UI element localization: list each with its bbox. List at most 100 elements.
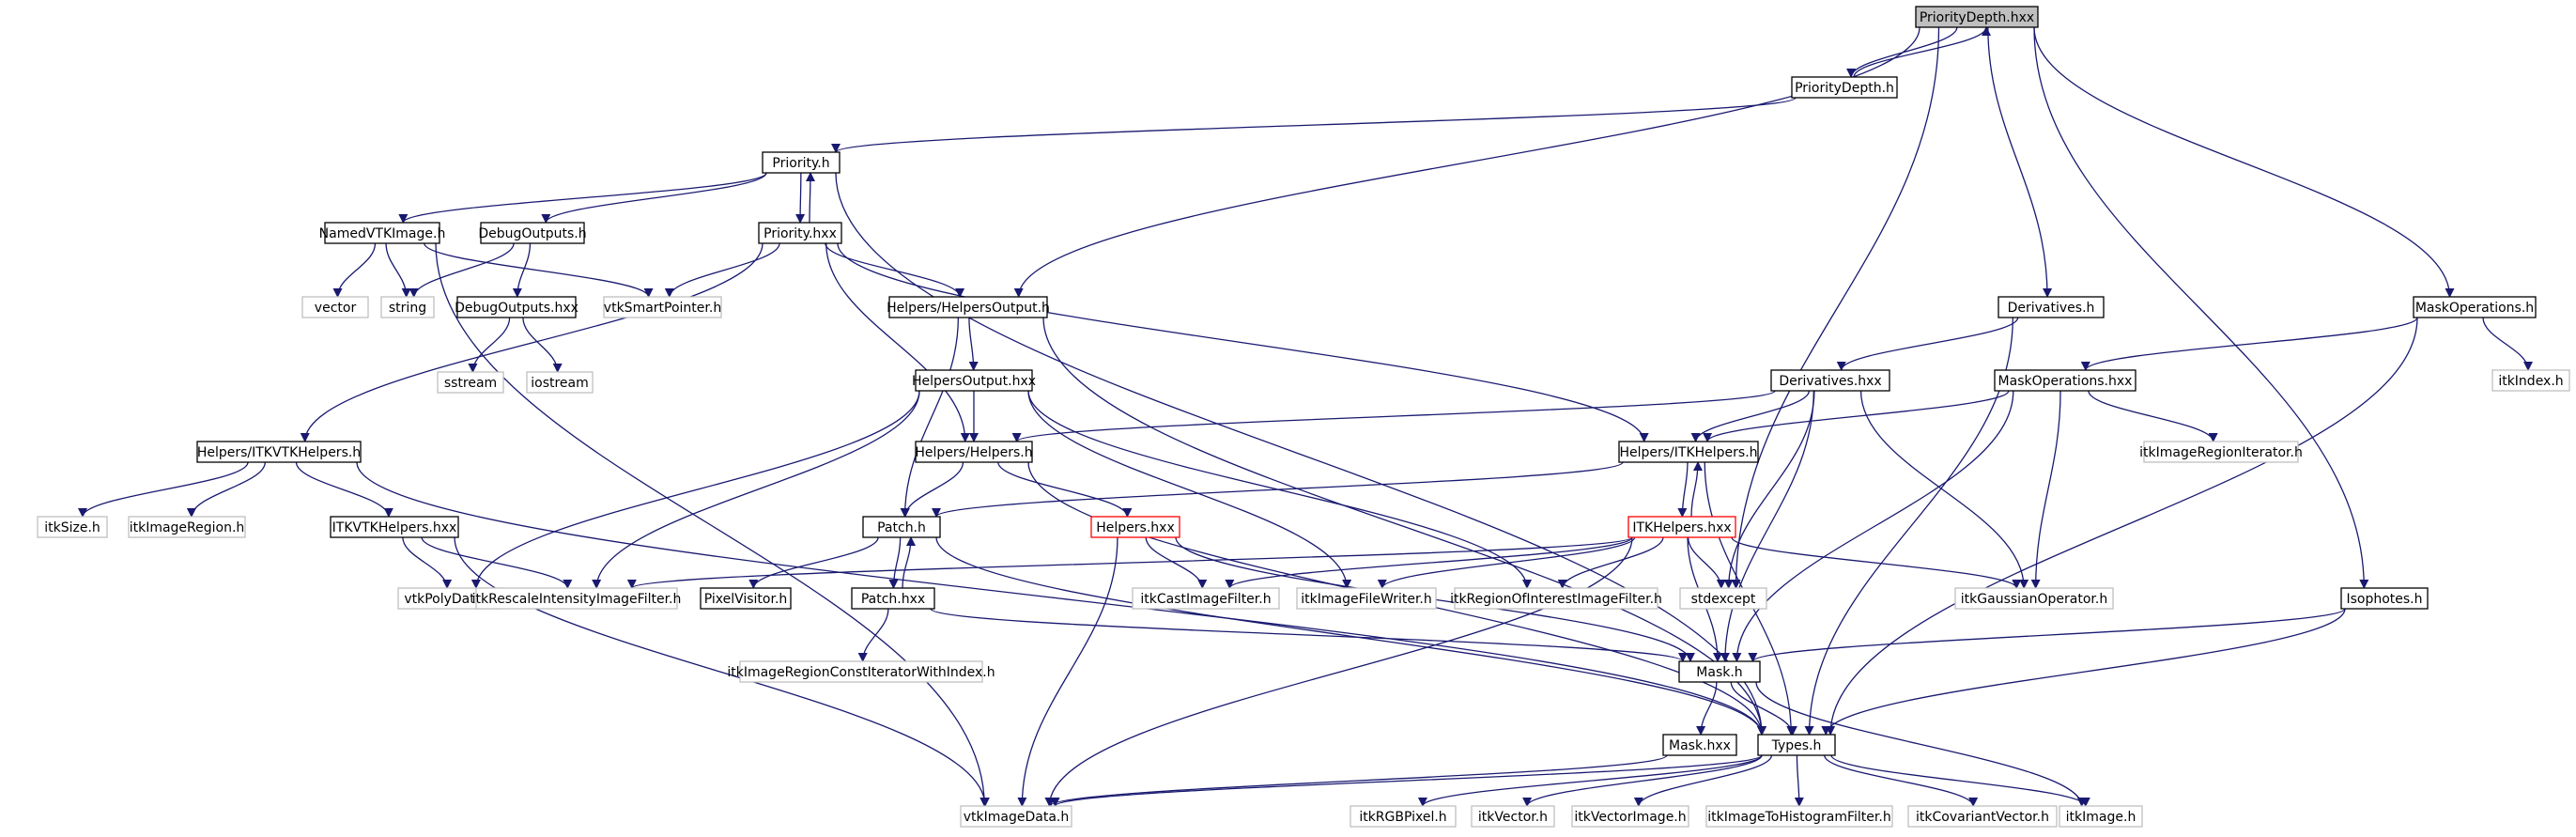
edge-namedvtkimage_h-to-string xyxy=(385,242,411,298)
node-box xyxy=(456,296,577,318)
node-label: Patch.hxx xyxy=(861,592,925,607)
node-mask-h[interactable]: Mask.h xyxy=(1678,660,1761,683)
node-label: Helpers/Helpers.h xyxy=(915,445,1032,460)
node-label: Helpers.hxx xyxy=(1096,520,1174,535)
node-priority-hxx[interactable]: Priority.hxx xyxy=(758,222,842,244)
node-itkimageregioniterator-h: itkImageRegionIterator.h xyxy=(2139,441,2303,463)
node-box xyxy=(437,371,504,394)
node-stdexcept: stdexcept xyxy=(1679,587,1767,610)
node-label: vtkSmartPointer.h xyxy=(604,301,721,316)
node-derivatives-hxx[interactable]: Derivatives.hxx xyxy=(1770,369,1890,392)
node-helpers-hxx[interactable]: Helpers.hxx xyxy=(1090,516,1180,538)
node-label: DebugOutputs.h xyxy=(478,226,586,241)
node-itkhelpers-hxx[interactable]: ITKHelpers.hxx xyxy=(1627,516,1736,538)
node-derivatives-h[interactable]: Derivatives.h xyxy=(1998,296,2105,318)
edge-types_h-to-itkvector_h xyxy=(1522,754,1763,807)
node-label: itkRGBPixel.h xyxy=(1359,810,1446,825)
edge-itkvtkhelpers_hxx-to-itkrescale_h xyxy=(421,536,573,589)
edge-helpers_h-to-patch_h xyxy=(900,461,964,518)
node-itkcovariantvector-h: itkCovariantVector.h xyxy=(1907,805,2058,828)
node-label: itkIndex.h xyxy=(2498,374,2563,389)
node-label: itkGaussianOperator.h xyxy=(1961,592,2107,607)
edge-itkhelpers_hxx-to-itkcastimagefilter_h xyxy=(1225,536,1633,589)
edge-itkhelpers_hxx-to-itkgaussianoperator_h xyxy=(1731,536,2022,589)
edge-mask_h-to-mask_hxx xyxy=(1696,681,1718,736)
edge-mask_h-to-itkimage_h xyxy=(1755,681,2087,807)
node-itkvectorimage-h: itkVectorImage.h xyxy=(1571,805,1689,828)
node-box xyxy=(1907,805,2058,828)
node-isophotes-h[interactable]: Isophotes.h xyxy=(2340,587,2429,610)
node-priority-h[interactable]: Priority.h xyxy=(762,151,841,174)
edge-maskoperations_h-to-types_h xyxy=(1826,317,2418,736)
edge-mask_h-to-types_h xyxy=(1730,681,1797,736)
node-box xyxy=(1757,734,1836,756)
node-prioritydepth-hxx[interactable]: PriorityDepth.hxx xyxy=(1915,6,2039,28)
node-types-h[interactable]: Types.h xyxy=(1757,734,1836,756)
edge-maskoperations_hxx-to-mask_h xyxy=(1732,390,2014,662)
node-itkvtkhelpers-hxx[interactable]: ITKVTKHelpers.hxx xyxy=(330,516,459,538)
edge-patch_hxx-to-mask_h xyxy=(930,608,1688,662)
node-box xyxy=(1627,516,1736,538)
node-maskoperations-hxx[interactable]: MaskOperations.hxx xyxy=(1994,369,2136,392)
node-box xyxy=(1296,587,1437,610)
edge-priority_h-to-priority_hxx xyxy=(795,172,806,224)
node-label: vtkPolyData.h xyxy=(404,592,495,607)
node-box xyxy=(526,371,594,394)
node-label: itkRegionOfInterestImageFilter.h xyxy=(1450,592,1662,607)
edge-derivatives_hxx-to-stdexcept xyxy=(1723,390,1815,589)
node-label: itkCastImageFilter.h xyxy=(1140,592,1271,607)
node-label: NamedVTKImage.h xyxy=(319,226,446,241)
node-patch-hxx[interactable]: Patch.hxx xyxy=(851,587,935,610)
node-debugoutputs-h[interactable]: DebugOutputs.h xyxy=(478,222,587,244)
edge-prioritydepth_hxx-to-derivatives_h xyxy=(1987,26,2053,298)
node-label: MaskOperations.h xyxy=(2415,301,2534,316)
node-box xyxy=(1770,369,1890,392)
node-itkhelpers-h[interactable]: Helpers/ITKHelpers.h xyxy=(1618,441,1759,463)
node-label: Mask.hxx xyxy=(1669,738,1731,753)
node-box xyxy=(1090,516,1180,538)
edge-priority_hxx-to-itkvtkhelpers_h xyxy=(300,242,764,442)
node-box xyxy=(739,660,983,683)
edge-priority_hxx-to-helpersoutput_h xyxy=(825,242,964,298)
node-box xyxy=(2491,369,2570,392)
node-label: string xyxy=(389,301,426,316)
edge-debugoutputs_hxx-to-iostream xyxy=(522,317,563,373)
node-maskoperations-h[interactable]: MaskOperations.h xyxy=(2413,296,2537,318)
node-box xyxy=(1471,805,1555,828)
nodes: PriorityDepth.hxxPriorityDepth.hPriority… xyxy=(37,6,2570,828)
node-helpers-h[interactable]: Helpers/Helpers.h xyxy=(915,441,1033,463)
node-itkrescale-h: itkRescaleIntensityImageFilter.h xyxy=(472,587,681,610)
edge-helpersoutput_h-to-helpersoutput_hxx xyxy=(968,317,979,371)
edge-isophotes_h-to-mask_h xyxy=(1748,608,2346,662)
edge-itkhelpers_hxx-to-itkregionofinterest_h xyxy=(1557,536,1664,589)
node-box xyxy=(762,151,841,174)
edge-types_h-to-itkcovariantvector_h xyxy=(1824,754,1979,807)
node-box xyxy=(1994,369,2136,392)
node-box xyxy=(862,516,941,538)
node-label: itkVector.h xyxy=(1478,810,1548,825)
node-itkimagefilewriter-h: itkImageFileWriter.h xyxy=(1296,587,1437,610)
edge-priority_hxx-to-helpers_h xyxy=(825,242,970,442)
node-label: vtkImageData.h xyxy=(964,810,1069,825)
node-label: ITKHelpers.hxx xyxy=(1632,520,1731,535)
node-prioritydepth-h[interactable]: PriorityDepth.h xyxy=(1791,76,1898,99)
node-box xyxy=(480,222,585,244)
edge-itkhelpers_hxx-to-itkimagefilewriter_h xyxy=(1377,536,1636,589)
node-itkvtkhelpers-h[interactable]: Helpers/ITKVTKHelpers.h xyxy=(196,441,362,463)
node-helpersoutput-hxx[interactable]: HelpersOutput.hxx xyxy=(912,369,1036,392)
edge-itkhelpers_hxx-to-vtkimagedata_h xyxy=(1044,536,1633,807)
edge-helpers_h-to-helpers_hxx xyxy=(997,461,1133,518)
node-mask-hxx[interactable]: Mask.hxx xyxy=(1662,734,1737,756)
edge-itkvtkhelpers_hxx-to-vtkpolydata_h xyxy=(402,536,453,589)
node-namedvtkimage-h[interactable]: NamedVTKImage.h xyxy=(319,222,446,244)
edge-itkvtkhelpers_h-to-itkimageregion_h xyxy=(186,461,266,518)
node-box xyxy=(1454,587,1658,610)
node-patch-h[interactable]: Patch.h xyxy=(862,516,941,538)
node-box xyxy=(1915,6,2039,28)
node-debugoutputs-hxx[interactable]: DebugOutputs.hxx xyxy=(455,296,578,318)
edge-prioritydepth_hxx-to-helpersoutput_h xyxy=(1013,26,1920,298)
node-pixelvisitor-h[interactable]: PixelVisitor.h xyxy=(700,587,792,610)
node-label: PixelVisitor.h xyxy=(704,592,788,607)
node-box xyxy=(700,587,792,610)
node-helpersoutput-h[interactable]: Helpers/HelpersOutput.h xyxy=(887,296,1050,318)
